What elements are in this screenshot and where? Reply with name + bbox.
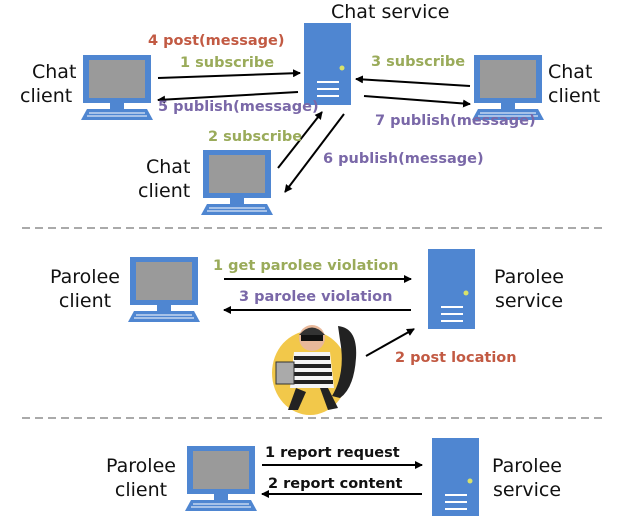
parolee-client-line2: client: [114, 479, 168, 501]
parolee-service-line1: Parolee: [494, 266, 564, 288]
arrow-post-location: [365, 328, 415, 357]
parolee-service-line1: Parolee: [492, 455, 562, 477]
chat-client-bottom-line2: client: [138, 180, 191, 202]
server-icon: [304, 23, 351, 105]
parolee-client-line1: Parolee: [106, 455, 176, 477]
parolee-service-line2: service: [494, 290, 564, 312]
arrow-publish-left: [157, 91, 299, 104]
chat-client-left-line1: Chat: [32, 61, 77, 83]
chat-client-bottom-line1: Chat: [146, 156, 191, 178]
msg-1-report-request: 1 report request: [265, 445, 400, 461]
msg-2-report-content: 2 report content: [268, 476, 403, 492]
computer-icon: [81, 55, 153, 120]
msg-7-publish: 7 publish(message): [375, 113, 536, 129]
burglar-clipart-icon: [272, 325, 357, 415]
chat-client-right-line2: client: [548, 85, 601, 107]
parolee-client-line1: Parolee: [50, 266, 120, 288]
arrow-publish-bottom: [284, 113, 345, 193]
arrow-subscribe-bottom: [277, 111, 323, 169]
msg-2-subscribe: 2 subscribe: [208, 129, 303, 145]
server-icon: [428, 249, 475, 329]
msg-4-post: 4 post(message): [148, 33, 285, 49]
arrow-publish-right: [363, 95, 471, 108]
computer-icon: [472, 55, 544, 120]
parolee-client-line2: client: [58, 290, 112, 312]
parolee-service-line2: service: [492, 479, 562, 501]
computer-icon: [185, 446, 257, 511]
chat-client-left-line2: client: [20, 85, 73, 107]
msg-1-subscribe: 1 subscribe: [180, 55, 275, 71]
chat-service-label: Chat service: [331, 1, 450, 23]
computer-icon: [201, 150, 273, 215]
msg-2-post-location: 2 post location: [395, 350, 517, 366]
msg-1-get-violation: 1 get parolee violation: [213, 258, 399, 274]
arrow-subscribe-right: [355, 75, 471, 87]
computer-icon: [128, 257, 200, 322]
msg-5-publish: 5 publish(message): [158, 99, 319, 115]
msg-6-publish: 6 publish(message): [323, 151, 484, 167]
msg-3-violation: 3 parolee violation: [239, 289, 393, 305]
chat-client-right-line1: Chat: [548, 61, 593, 83]
arrow-subscribe-left: [157, 69, 301, 79]
server-icon: [432, 438, 479, 516]
msg-3-subscribe: 3 subscribe: [371, 54, 466, 70]
